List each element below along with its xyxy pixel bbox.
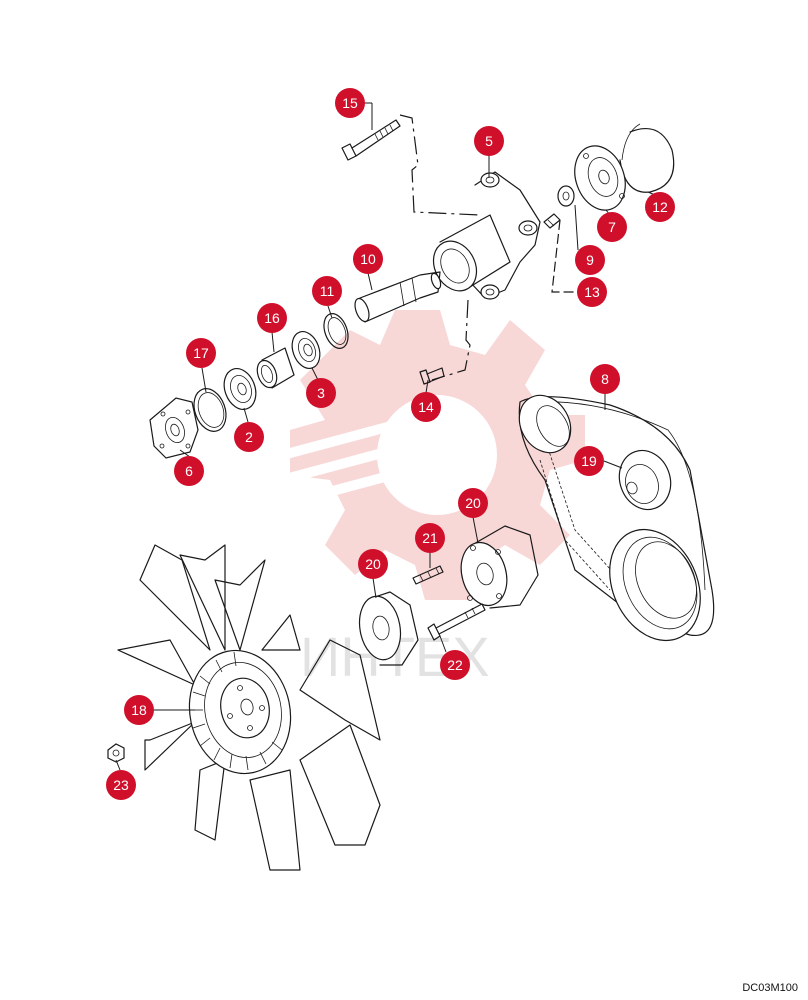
- svg-text:22: 22: [447, 657, 463, 673]
- bearing-2: [223, 368, 257, 410]
- svg-text:5: 5: [485, 133, 493, 149]
- stud-21: [412, 565, 444, 585]
- callout-8[interactable]: 8: [590, 364, 620, 394]
- spacer-16: [256, 347, 295, 389]
- pulley-19: [618, 449, 672, 511]
- callout-21[interactable]: 21: [415, 523, 445, 553]
- svg-text:9: 9: [586, 252, 594, 268]
- bolt-15: [341, 119, 401, 161]
- svg-text:14: 14: [418, 399, 434, 415]
- svg-text:20: 20: [365, 556, 381, 572]
- svg-text:8: 8: [601, 371, 609, 387]
- assembly-lines: [399, 114, 575, 381]
- pump-housing-5: [432, 171, 541, 300]
- callout-5[interactable]: 5: [474, 126, 504, 156]
- svg-text:12: 12: [652, 199, 668, 215]
- shaft-10: [354, 271, 442, 323]
- callout-19[interactable]: 19: [574, 446, 604, 476]
- svg-text:17: 17: [193, 345, 209, 361]
- svg-text:18: 18: [131, 702, 147, 718]
- callout-11[interactable]: 11: [312, 276, 342, 306]
- callout-10[interactable]: 10: [353, 244, 383, 274]
- svg-text:21: 21: [422, 530, 438, 546]
- v-belt-8: [518, 394, 715, 637]
- callout-6[interactable]: 6: [174, 456, 204, 486]
- callout-17[interactable]: 17: [186, 338, 216, 368]
- svg-text:13: 13: [584, 284, 600, 300]
- callout-9[interactable]: 9: [575, 245, 605, 275]
- callout-3[interactable]: 3: [306, 378, 336, 408]
- callout-18[interactable]: 18: [124, 695, 154, 725]
- cover-plate-7: [574, 145, 626, 211]
- bearing-3: [291, 331, 321, 369]
- seal-ring-17: [193, 388, 227, 432]
- callout-20-right[interactable]: 20: [458, 488, 488, 518]
- svg-text:11: 11: [320, 283, 335, 299]
- gasket-12: [619, 123, 675, 193]
- fan-18: [117, 544, 381, 871]
- callout-7[interactable]: 7: [597, 212, 627, 242]
- svg-text:2: 2: [245, 429, 253, 445]
- svg-text:3: 3: [317, 385, 325, 401]
- svg-text:19: 19: [581, 453, 597, 469]
- callout-14[interactable]: 14: [411, 392, 441, 422]
- svg-text:15: 15: [342, 95, 358, 111]
- callout-2[interactable]: 2: [234, 422, 264, 452]
- figure-code: DC03M100: [742, 982, 798, 994]
- bolt-14: [419, 367, 445, 385]
- callout-23[interactable]: 23: [106, 770, 136, 800]
- fan-spacer-20-right: [460, 525, 539, 609]
- svg-text:16: 16: [264, 310, 280, 326]
- washer-9: [557, 185, 575, 207]
- fan-spacer-20-left: [358, 591, 419, 666]
- crank-pulley: [609, 528, 701, 642]
- callout-15[interactable]: 15: [335, 88, 365, 118]
- svg-text:23: 23: [113, 777, 129, 793]
- callout-16[interactable]: 16: [257, 303, 287, 333]
- flange-6: [149, 397, 199, 459]
- callout-13[interactable]: 13: [577, 277, 607, 307]
- nut-23: [107, 743, 125, 763]
- svg-text:10: 10: [360, 251, 376, 267]
- callout-22[interactable]: 22: [440, 650, 470, 680]
- callout-20-left[interactable]: 20: [358, 549, 388, 579]
- fitting-13: [543, 213, 561, 229]
- watermark-logo: [241, 310, 585, 600]
- svg-text:20: 20: [465, 495, 481, 511]
- svg-text:6: 6: [185, 463, 193, 479]
- callout-12[interactable]: 12: [645, 192, 675, 222]
- svg-text:7: 7: [608, 219, 616, 235]
